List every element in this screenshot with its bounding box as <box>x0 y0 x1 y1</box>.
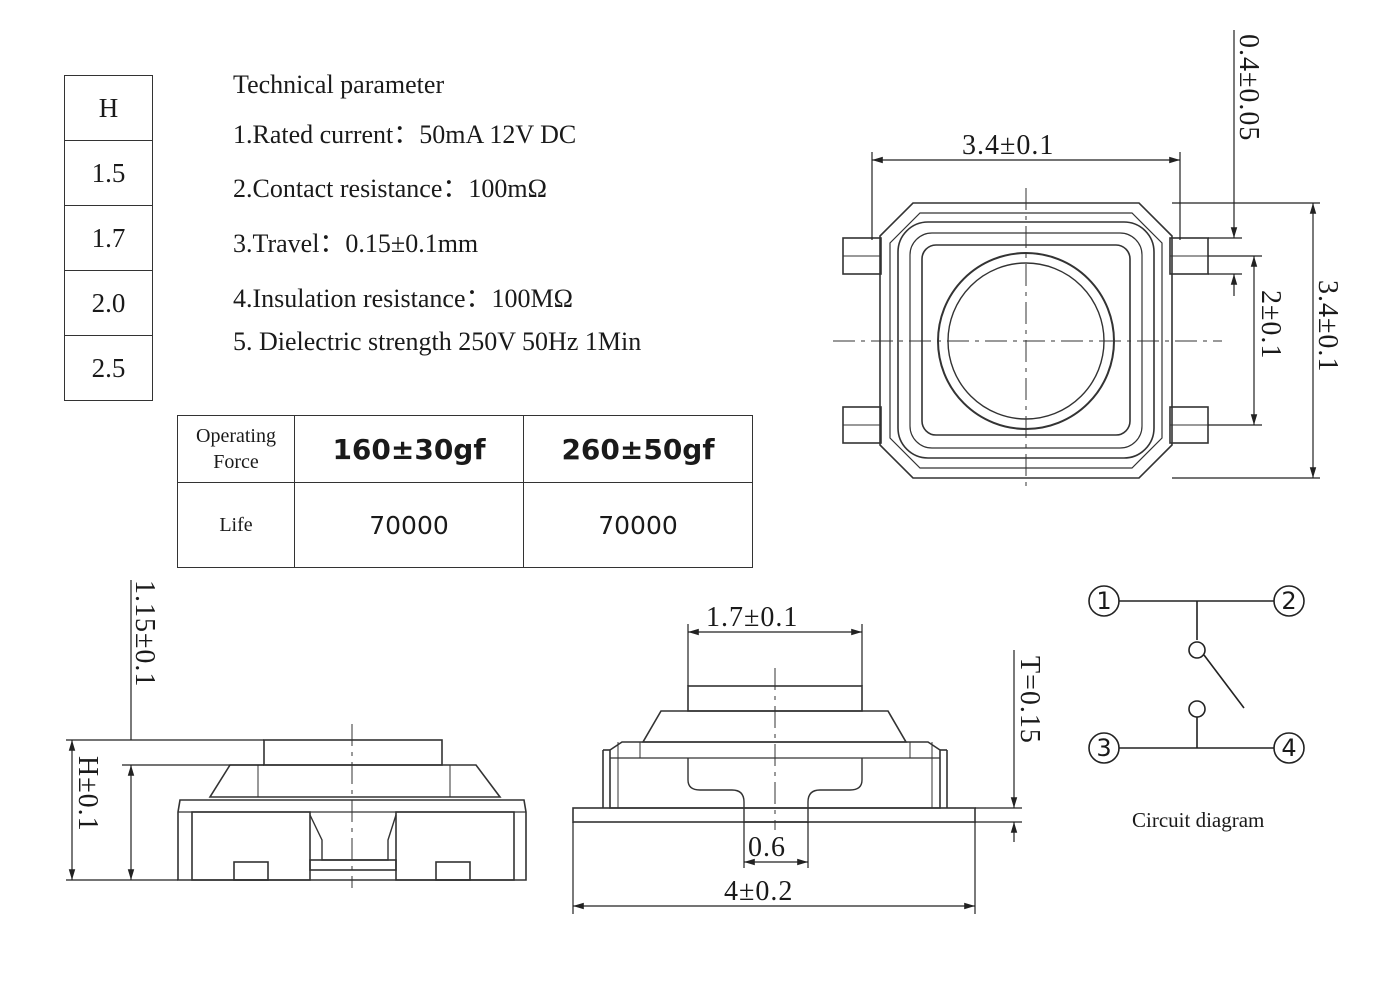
dim-top-height: 3.4±0.1 <box>1312 280 1343 373</box>
pin-4-label: 4 <box>1281 734 1297 762</box>
parameter-item: 4.Insulation resistance：100MΩ <box>233 284 573 313</box>
side-view-dimensions <box>66 580 264 881</box>
front-view <box>572 668 976 830</box>
force-life-table: Operating Force 160±30gf 260±50gf Life 7… <box>177 415 753 568</box>
dim-actuator-width: 1.7±0.1 <box>706 602 799 633</box>
pin-3-label: 3 <box>1096 734 1112 762</box>
dim-terminal-thickness: T=0.15 <box>1014 656 1045 744</box>
pin-2-label: 2 <box>1281 587 1297 615</box>
parameters-title: Technical parameter <box>233 70 445 99</box>
dim-pin-pitch: 2±0.1 <box>1255 290 1286 360</box>
height-value: 2.0 <box>64 270 153 336</box>
pin-1-label: 1 <box>1096 587 1112 615</box>
life-value: 70000 <box>523 482 753 568</box>
top-view <box>833 188 1222 492</box>
operating-force-value: 160±30gf <box>294 415 524 483</box>
life-value: 70000 <box>294 482 524 568</box>
dim-overall-length: 4±0.2 <box>724 876 794 907</box>
height-table-header: H <box>64 75 153 141</box>
dim-side-total-height: 1.15±0.1 <box>129 580 160 688</box>
height-value: 1.5 <box>64 140 153 206</box>
dim-center-gap: 0.6 <box>748 832 786 863</box>
circuit-caption: Circuit diagram <box>1132 808 1265 832</box>
dim-top-width: 3.4±0.1 <box>962 130 1055 161</box>
life-header: Life <box>177 482 295 568</box>
operating-force-value: 260±50gf <box>523 415 753 483</box>
height-value: 1.7 <box>64 205 153 271</box>
dim-side-body-height: H±0.1 <box>72 756 103 832</box>
height-value: 2.5 <box>64 335 153 401</box>
front-view-dimensions <box>572 624 1022 914</box>
circuit-diagram <box>1088 585 1305 764</box>
parameter-item: 5. Dielectric strength 250V 50Hz 1Min <box>233 327 642 356</box>
height-table: H 1.5 1.7 2.0 2.5 <box>64 75 153 401</box>
parameter-item: 2.Contact resistance：100mΩ <box>233 174 547 203</box>
top-view-dimensions <box>871 30 1320 479</box>
side-view <box>177 724 527 888</box>
operating-force-header: Operating Force <box>177 415 295 483</box>
dim-lead-width: 0.4±0.05 <box>1233 34 1264 142</box>
parameter-item: 1.Rated current：50mA 12V DC <box>233 120 577 149</box>
parameter-item: 3.Travel：0.15±0.1mm <box>233 229 479 258</box>
